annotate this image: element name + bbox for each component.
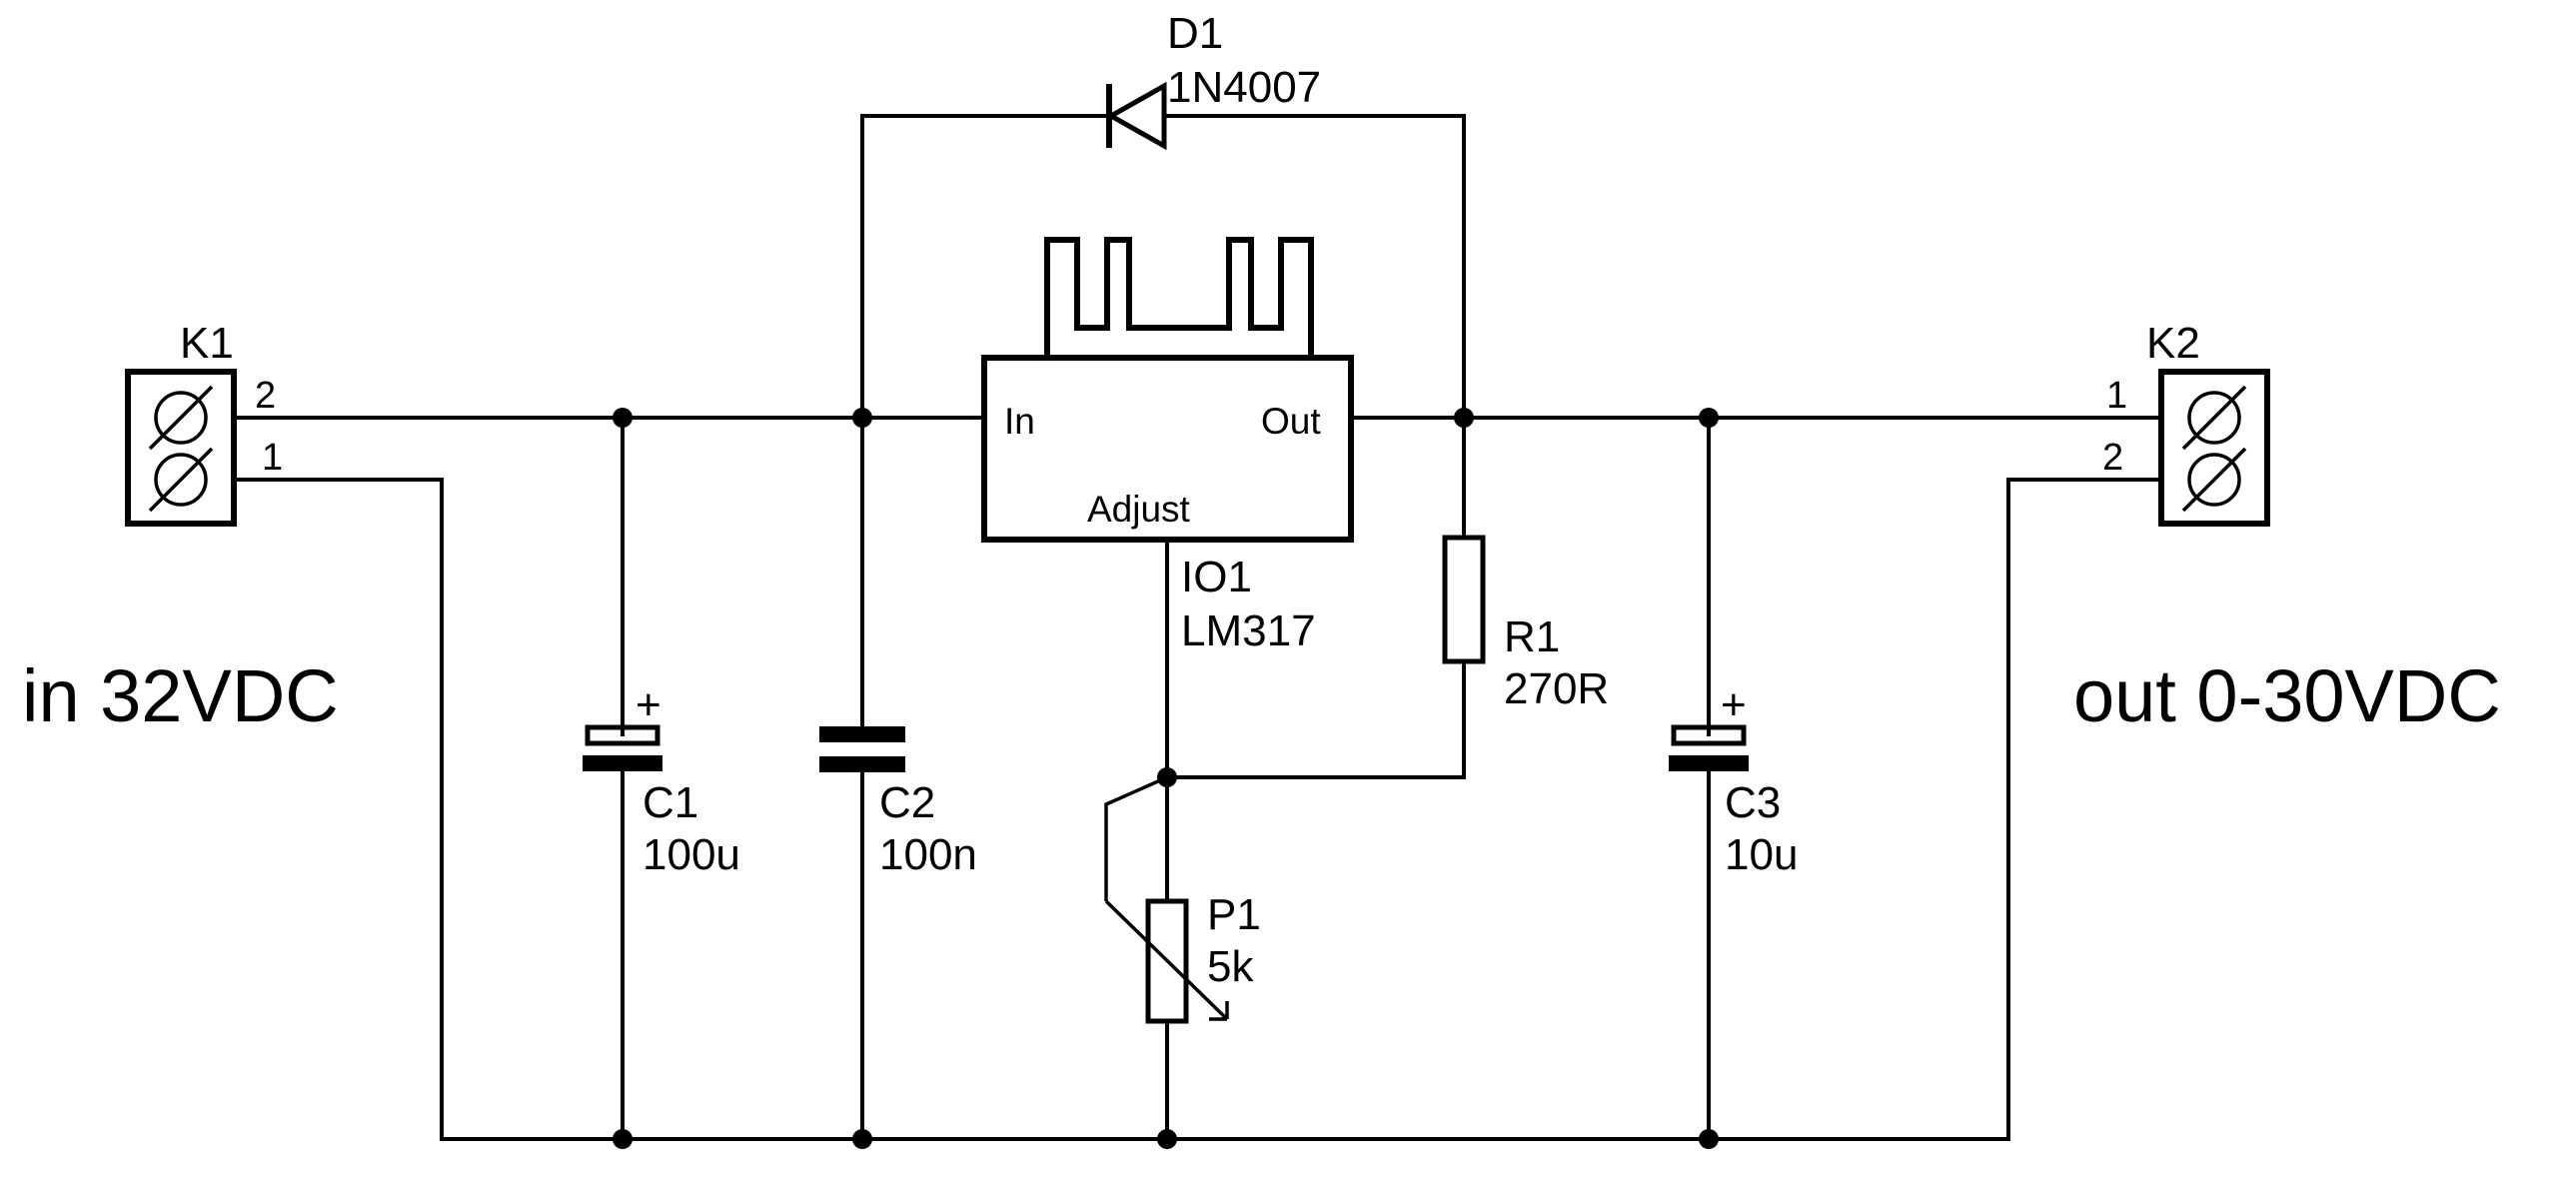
k1-ref: K1 [180, 319, 234, 368]
diode-d1: D1 1N4007 [1105, 9, 1321, 151]
d1-ref: D1 [1167, 9, 1223, 58]
c1-ref: C1 [643, 778, 698, 827]
regulator-io1: In Out Adjust IO1 LM317 [981, 237, 1354, 655]
p1-ref: P1 [1207, 890, 1261, 939]
k2-pin-bottom: 2 [2102, 437, 2123, 479]
p1-value: 5k [1207, 942, 1254, 991]
connector-k2: K2 1 2 [2102, 319, 2270, 527]
k2-pin-top: 1 [2106, 375, 2127, 417]
junction-dot [852, 408, 872, 428]
junction-dot [1699, 1129, 1719, 1149]
junction-dot [1157, 1129, 1177, 1149]
wire-diode-loop [860, 114, 1466, 420]
junction-dot [852, 1129, 872, 1149]
junction-dot [1157, 767, 1177, 787]
resistor-r1: R1 270R [1442, 535, 1609, 713]
wire-ground-rail [234, 478, 2160, 1141]
c1-value: 100u [643, 830, 740, 879]
capacitor-c2: C2 100n [819, 726, 977, 879]
k2-ref: K2 [2146, 319, 2200, 368]
c3-ref: C3 [1725, 778, 1781, 827]
junctions [613, 408, 1719, 1149]
wiper-arrow-icon [1104, 899, 1229, 1021]
io1-pin-in: In [1004, 401, 1035, 442]
output-voltage-label: out 0-30VDC [2073, 654, 2501, 737]
c3-polarity: + [1721, 680, 1747, 729]
junction-dot [1454, 408, 1474, 428]
c3-value: 10u [1725, 830, 1798, 879]
junction-dot [613, 408, 633, 428]
io1-ref: IO1 [1181, 553, 1252, 601]
c2-value: 100n [879, 830, 977, 879]
r1-ref: R1 [1504, 612, 1560, 661]
k1-pin-top: 2 [255, 375, 276, 417]
junction-dot [613, 1129, 633, 1149]
io1-pin-adjust: Adjust [1087, 489, 1191, 530]
input-voltage-label: in 32VDC [22, 654, 339, 737]
connector-k1: K1 2 1 [125, 319, 283, 527]
r1-value: 270R [1504, 664, 1609, 713]
capacitor-c1: + C1 100u [583, 680, 740, 879]
heatsink-icon [1044, 237, 1314, 358]
wire-r1 [1165, 416, 1466, 779]
io1-pin-out: Out [1261, 401, 1321, 442]
wire-p1-wiper [1104, 775, 1168, 901]
capacitor-c3: + C3 10u [1669, 680, 1798, 879]
c1-polarity: + [636, 680, 661, 729]
potentiometer-p1: P1 5k [1104, 890, 1261, 1024]
c2-ref: C2 [879, 778, 935, 827]
k1-pin-bottom: 1 [262, 437, 283, 479]
wires [234, 114, 2160, 1141]
d1-value: 1N4007 [1167, 63, 1321, 112]
io1-value: LM317 [1181, 606, 1316, 655]
junction-dot [1699, 408, 1719, 428]
